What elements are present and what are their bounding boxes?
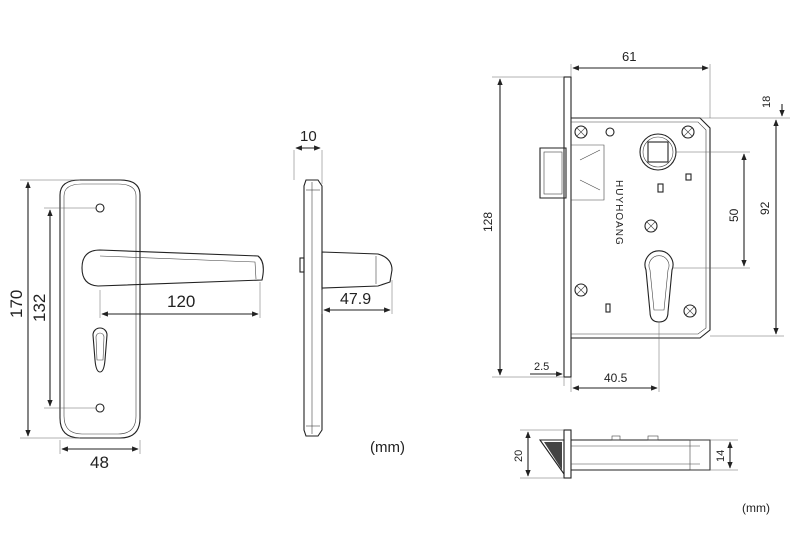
faceplate-top — [563, 429, 572, 479]
width-dimension-label: 48 — [90, 453, 109, 472]
latch-bolt — [539, 147, 567, 199]
lock-body-front-view: HUYHOANG 128 61 18 92 50 2.5 40.5 — [481, 49, 790, 392]
faceplate — [563, 76, 572, 378]
backset-label: 40.5 — [604, 371, 628, 385]
spindle-detail — [299, 257, 305, 273]
case-top-outline — [571, 439, 711, 471]
lock-body-top-view: 20 14 (mm) — [513, 429, 770, 515]
handle-side-view: 10 47.9 (mm) — [293, 128, 405, 456]
cylinder-inner — [95, 332, 105, 361]
lever-length-dimension-label: 120 — [167, 292, 195, 311]
center-distance-label: 92 — [758, 201, 772, 215]
cylinder-cutout — [644, 250, 674, 323]
handle-unit-label: (mm) — [370, 439, 405, 456]
height-dimension-label: 170 — [7, 290, 26, 318]
top-offset-label: 18 — [761, 96, 773, 108]
backplate-side-outline — [303, 179, 323, 437]
follower-hub — [639, 133, 677, 171]
lock-unit-label: (mm) — [742, 501, 770, 515]
lever-side-profile — [321, 251, 393, 289]
projection-dimension-label: 47.9 — [340, 291, 371, 308]
faceplate-length-label: 128 — [481, 212, 495, 232]
backplate-outline — [59, 179, 141, 439]
latch-top — [538, 439, 565, 476]
brand-engraving: HUYHOANG — [613, 180, 624, 246]
body-depth-label: 61 — [622, 49, 636, 64]
latch-to-key-label: 50 — [727, 208, 741, 222]
handle-front-view: 170 132 120 48 — [7, 179, 264, 472]
hole-spacing-dimension-label: 132 — [30, 294, 49, 322]
backplate-inner-outline — [63, 183, 137, 435]
lever-handle — [81, 249, 264, 287]
faceplate-thickness-label: 2.5 — [534, 361, 549, 373]
thickness-dimension-label: 10 — [300, 128, 317, 145]
key-cylinder-hole — [92, 327, 108, 373]
square-spindle-hole — [647, 141, 669, 163]
top-view-height-14-label: 14 — [715, 450, 727, 462]
lever-edge-line — [99, 255, 257, 280]
top-view-height-20-label: 20 — [513, 450, 525, 462]
bottom-screw-hole — [95, 403, 105, 413]
case-screws — [574, 125, 697, 318]
slot-detail — [657, 183, 664, 193]
top-screw-hole — [95, 203, 105, 213]
lock-case-outline — [571, 117, 711, 339]
